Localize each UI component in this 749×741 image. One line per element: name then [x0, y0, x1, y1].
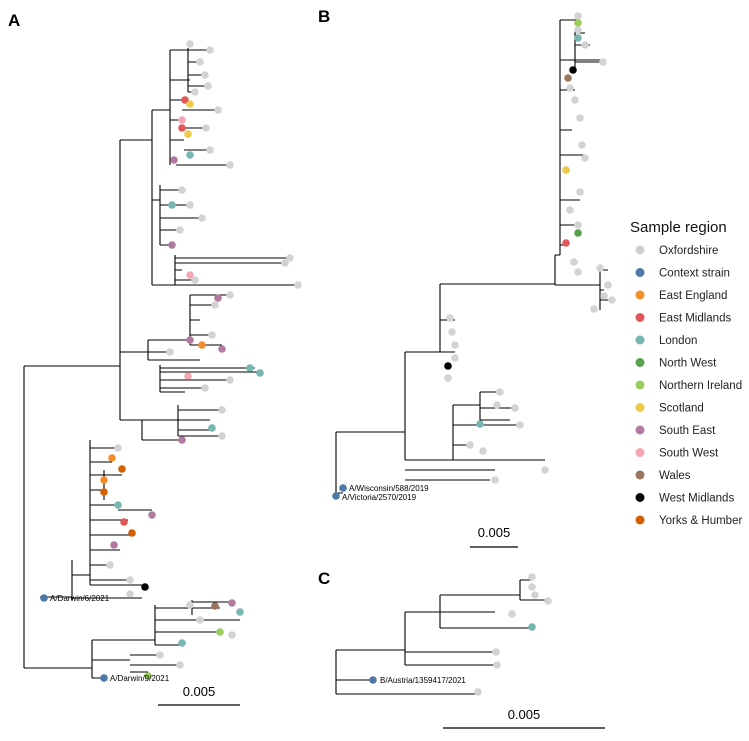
panel-a-strain-1: A/Darwin/6/2021 — [50, 594, 110, 603]
legend-label: Oxfordshire — [659, 245, 718, 257]
legend-label: West Midlands — [659, 493, 734, 505]
panel-c-letter: C — [318, 569, 330, 588]
panel-c-tree — [335, 579, 548, 695]
legend-swatch — [635, 493, 645, 502]
panel-b-letter: B — [318, 7, 330, 26]
legend-label: South West — [659, 448, 719, 460]
legend-swatch — [635, 290, 645, 300]
legend-label: London — [659, 335, 697, 347]
legend-swatch — [635, 380, 645, 390]
legend-label: Scotland — [659, 403, 704, 415]
legend-swatch — [635, 358, 645, 367]
legend-label: Context strain — [659, 268, 730, 280]
legend-label: East England — [659, 290, 727, 302]
panel-c-scale-label: 0.005 — [508, 707, 541, 722]
legend-title: Sample region — [630, 219, 727, 236]
panel-b: B A/Wisconsin/588/2019 A/Victoria/2570/2… — [318, 7, 616, 548]
legend-swatch — [635, 335, 645, 345]
legend-swatch — [635, 245, 645, 255]
panel-a: A — [8, 11, 302, 706]
legend-swatch — [635, 448, 645, 457]
panel-c: C B/Austria/1359417/2021 0.005 — [318, 569, 605, 729]
legend-swatch — [635, 313, 645, 322]
panel-a-scale-label: 0.005 — [183, 684, 216, 699]
panel-a-tree — [23, 48, 298, 679]
panel-c-tips — [369, 573, 552, 696]
legend-swatch — [635, 403, 645, 412]
panel-c-strain-1: B/Austria/1359417/2021 — [380, 676, 466, 685]
legend-swatch — [635, 425, 645, 435]
legend-label: East Midlands — [659, 313, 731, 325]
legend-swatch — [635, 268, 645, 277]
panel-b-strain-1: A/Wisconsin/588/2019 — [349, 484, 429, 493]
panel-a-strain-2: A/Darwin/9/2021 — [110, 674, 170, 683]
panel-b-scale-label: 0.005 — [478, 525, 511, 540]
legend-label: Northern Ireland — [659, 380, 742, 392]
panel-a-tips — [40, 40, 302, 682]
legend-label: South East — [659, 425, 716, 437]
legend-label: Yorks & Humber — [659, 515, 742, 527]
panel-b-tree — [335, 19, 612, 494]
panel-a-letter: A — [8, 11, 20, 30]
legend-swatch — [635, 470, 645, 480]
panel-b-strain-2: A/Victoria/2570/2019 — [342, 493, 417, 502]
legend-label: North West — [659, 358, 717, 370]
legend-swatch — [635, 515, 645, 525]
legend-label: Wales — [659, 470, 691, 482]
panel-b-tips — [332, 12, 616, 500]
